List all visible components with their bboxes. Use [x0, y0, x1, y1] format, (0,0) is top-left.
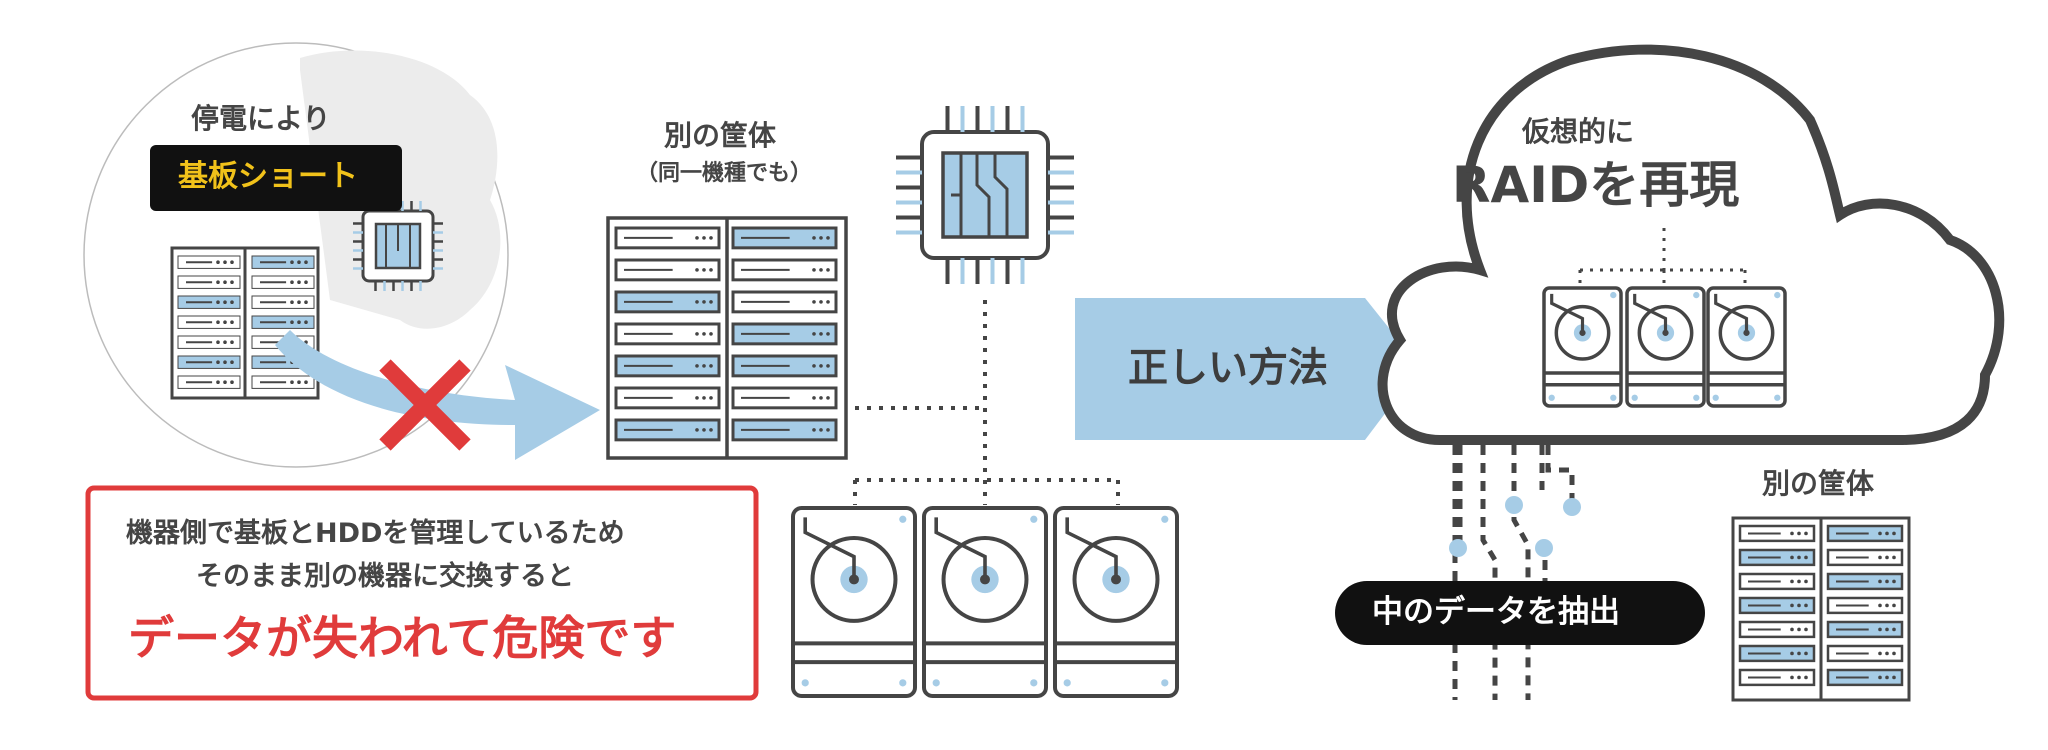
cloud-shape	[1377, 44, 2005, 445]
chip-icon	[896, 106, 1074, 284]
extract-pill-label: 中のデータを抽出	[1372, 594, 1620, 630]
hdd-icon	[1053, 506, 1179, 698]
data-stream-lines	[1452, 445, 1575, 700]
hdd-group	[791, 506, 1179, 698]
cloud-line-1: 仮想的に	[1522, 115, 1635, 148]
cloud-line-2: RAIDを再現	[1452, 156, 1740, 214]
correct-method-label: 正しい方法	[1128, 345, 1328, 391]
server-rack-icon	[606, 216, 848, 460]
warning-line-1: 機器側で基板とHDDを管理しているため	[126, 518, 625, 549]
power-outage-scene	[83, 42, 600, 468]
extract-pill-bg	[1335, 581, 1705, 645]
connector-lines	[853, 300, 1120, 505]
warning-box-frame	[85, 485, 759, 701]
server-rack-icon-right	[1731, 516, 1911, 702]
cloud-connector-lines	[1578, 228, 1747, 285]
small-chip-icon	[353, 201, 443, 291]
hdd-icon	[791, 506, 917, 698]
short-circuit-badge-bg	[150, 145, 402, 211]
warning-line-2: そのまま別の機器に交換すると	[196, 561, 574, 592]
right-server-title: 別の筐体	[1762, 467, 1875, 500]
hdd-icon	[922, 506, 1048, 698]
hdd-icon	[1706, 286, 1787, 408]
data-node-dots	[1449, 496, 1581, 557]
cross-mark-icon	[379, 359, 471, 451]
server-title: 別の筐体	[664, 119, 777, 152]
short-circuit-badge: 基板ショート	[178, 159, 358, 194]
warning-line-3: データが失われて危険です	[128, 611, 677, 665]
small-server-rack-icon	[170, 246, 320, 400]
hdd-group	[1542, 286, 1787, 408]
outage-caption: 停電により	[191, 102, 331, 135]
correct-method-arrow-shape	[1075, 298, 1420, 440]
hdd-icon	[1625, 286, 1706, 408]
hdd-icon	[1542, 286, 1623, 408]
server-subtitle: （同一機種でも）	[636, 161, 813, 186]
